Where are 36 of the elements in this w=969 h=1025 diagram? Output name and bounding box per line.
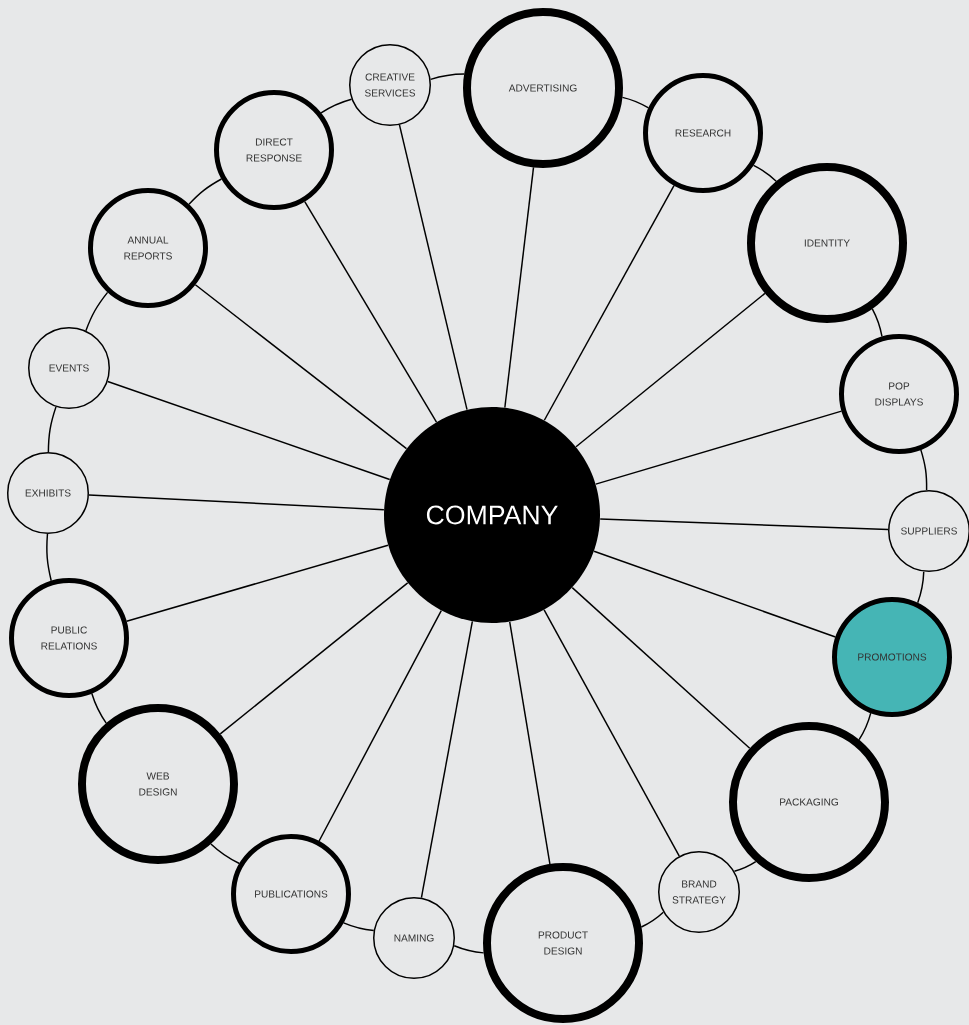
spoke-line <box>125 544 389 622</box>
ring-line <box>621 96 650 109</box>
spoke-line <box>504 166 535 409</box>
spoke-line <box>398 124 468 411</box>
spoke-line <box>593 550 837 638</box>
spoke-line <box>543 609 680 857</box>
spoke-line <box>420 620 474 899</box>
ring-line <box>210 843 241 865</box>
spoke-line <box>595 410 843 485</box>
ring-line <box>47 406 57 453</box>
ring-line <box>188 178 223 205</box>
spoke-line <box>318 609 442 842</box>
ring-line <box>46 533 52 582</box>
ring-line <box>320 98 353 114</box>
spoke-line <box>509 621 551 865</box>
ring-line <box>640 911 665 928</box>
spoke-line <box>304 200 438 423</box>
spoke-line <box>571 586 751 750</box>
spoke-line <box>88 494 385 511</box>
ring-line <box>85 291 109 332</box>
ring-line <box>871 308 883 338</box>
spoke-line <box>194 284 408 450</box>
ring-line <box>916 570 925 604</box>
ring-line <box>453 945 485 954</box>
spoke-line <box>219 582 409 735</box>
spoke-line <box>575 292 766 448</box>
ring-line <box>858 712 872 741</box>
ring-line <box>429 73 465 81</box>
spoke-line <box>599 518 889 531</box>
spoke-line <box>107 380 391 481</box>
ring-line <box>733 861 757 873</box>
ring-line <box>342 922 375 932</box>
ring-line <box>91 692 107 724</box>
spoke-line <box>543 184 675 421</box>
ring-line <box>920 449 928 491</box>
ring-line <box>752 164 777 182</box>
